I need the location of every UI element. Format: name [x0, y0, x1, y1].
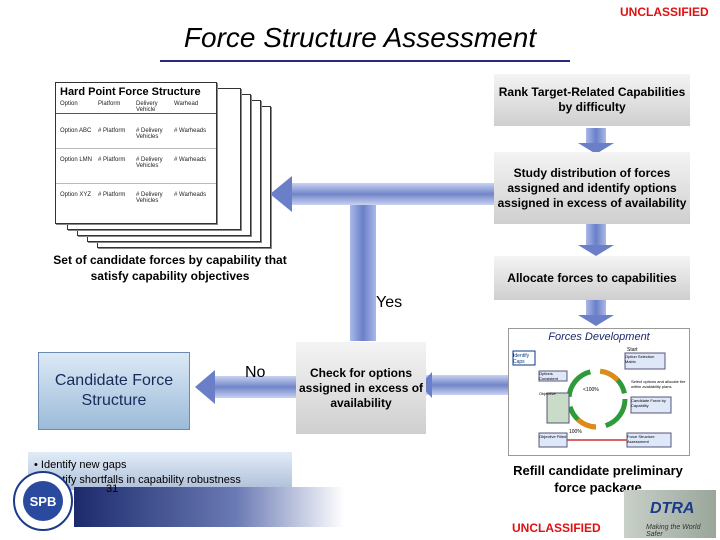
note-item: • Identify new gaps: [34, 459, 127, 471]
step-rank: Rank Target-Related Capabilities by diff…: [494, 74, 690, 126]
fd-pct1: <100%: [583, 387, 599, 393]
classification-top: UNCLASSIFIED: [620, 5, 709, 19]
hardpoint-title: Hard Point Force Structure: [60, 86, 201, 98]
step-allocate: Allocate forces to capabilities: [494, 256, 690, 300]
no-label: No: [245, 364, 266, 381]
cell: # Warheads: [174, 192, 207, 198]
fd-force-structure: Force Structure Assessment: [627, 434, 655, 444]
col-platform: Platform: [98, 101, 121, 107]
arrow-yes-up: [350, 205, 376, 341]
forces-development-cycle: [512, 350, 672, 448]
page-title: Force Structure Assessment: [183, 22, 537, 53]
fd-objective-filled: Objective Filled: [539, 434, 567, 439]
cell: # Platform: [98, 192, 126, 198]
fd-candidate-force: Candidate Force by Capability: [631, 398, 666, 408]
cell: # Delivery Vehicles: [136, 192, 163, 204]
forces-development-title: Forces Development: [548, 331, 650, 343]
title-rule: [160, 60, 570, 62]
arrow-allocate-to-forcesdev: [578, 300, 614, 326]
page-number: 31: [106, 483, 119, 495]
cell: # Delivery Vehicles: [136, 128, 163, 140]
step-refill: Refill candidate preliminary force packa…: [513, 463, 683, 495]
cell: # Platform: [98, 128, 126, 134]
step-check: Check for options assigned in excess of …: [296, 342, 426, 434]
table-row: Option LMN # Platform # Delivery Vehicle…: [56, 149, 216, 184]
fd-select-options: Select options and allocate the within a…: [631, 379, 686, 389]
notes-box: • Identify new gaps • Identify shortfall…: [28, 452, 292, 490]
fd-pct2: 100%: [569, 429, 582, 435]
spb-logo-text: SPB: [30, 494, 57, 509]
classification-bottom: UNCLASSIFIED: [512, 521, 601, 535]
candidate-force-structure: Candidate Force Structure: [38, 352, 190, 430]
fd-objective: Objective: [539, 391, 556, 396]
fd-start: Start: [627, 347, 638, 353]
step-study: Study distribution of forces assigned an…: [494, 152, 690, 224]
hardpoint-table: Hard Point Force Structure Option Platfo…: [55, 82, 217, 224]
col-option: Option: [60, 101, 78, 107]
forces-development-figure: Forces Development Start Identify Caps O…: [508, 328, 690, 456]
hardpoint-header: Option Platform Delivery Vehicle Warhead: [56, 101, 216, 114]
fd-identify-caps: Identify Caps: [513, 353, 530, 365]
cell: Option ABC: [60, 128, 92, 134]
dtra-logo-text: DTRA: [650, 500, 695, 517]
table-row: Option XYZ # Platform # Delivery Vehicle…: [56, 184, 216, 218]
cell: # Warheads: [174, 128, 207, 134]
col-delivery: Delivery Vehicle: [136, 101, 158, 113]
cell: # Delivery Vehicles: [136, 157, 163, 169]
footer-bar: [74, 487, 344, 527]
cell: # Platform: [98, 157, 126, 163]
fd-option-matrix: Option Selection Matrix: [625, 354, 655, 364]
arrow-rank-to-study: [578, 128, 614, 154]
arrow-study-to-allocate: [578, 224, 614, 256]
dtra-logo: DTRA Making the World Safer: [624, 490, 716, 538]
set-of-candidates-label: Set of candidate forces by capability th…: [53, 253, 287, 283]
yes-label: Yes: [376, 294, 403, 311]
note-item: • Identify shortfalls in capability robu…: [34, 474, 241, 486]
spb-logo: SPB: [13, 471, 73, 531]
cell: Option LMN: [60, 157, 93, 163]
cell: Option XYZ: [60, 192, 92, 198]
col-warhead: Warhead: [174, 101, 199, 107]
cell: # Warheads: [174, 157, 207, 163]
fd-options-consistent: Options Consistent: [539, 371, 558, 381]
arrow-no: [195, 370, 300, 404]
dtra-tagline: Making the World Safer: [646, 524, 701, 538]
table-row: Option ABC # Platform # Delivery Vehicle…: [56, 114, 216, 149]
